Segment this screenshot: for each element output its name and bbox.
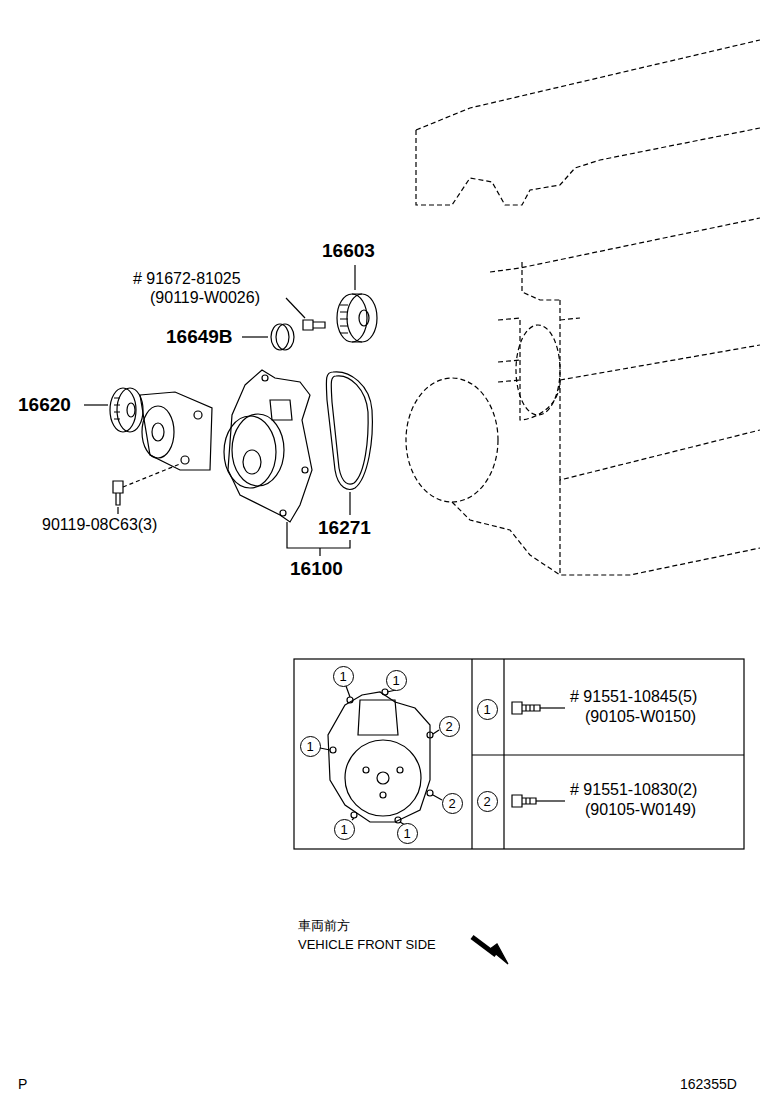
part-number: 16620 [18,394,71,416]
callout-circle: 1 [477,699,498,720]
direction-note: 車両前方 [298,919,350,934]
tensioner-bolt [113,481,123,505]
part-number: 16100 [290,558,343,580]
block-edge [490,218,760,272]
part-number: 16271 [318,517,371,539]
block-edge [560,318,760,380]
callout-circle: 2 [439,716,460,737]
pump-gasket [326,372,372,490]
leader-line [84,404,108,405]
fastener-number: (90105-W0150) [585,708,696,726]
fastener-number: # 91551-10830(2) [570,781,697,799]
pump-inset [328,689,433,823]
callout-number: 2 [445,720,452,733]
leader-line [320,686,442,825]
callout-circle: 1 [334,819,355,840]
fastener-number: # 91551-10845(5) [570,688,697,706]
callout-number: 1 [483,703,490,716]
leader-line [242,336,268,337]
block-edge [522,262,560,300]
callout-number: 1 [403,827,410,840]
part-number: # 91672-81025 [133,270,241,288]
front-arrow [472,937,508,964]
dust-cap [271,324,294,350]
block-edge [560,300,760,480]
leader-line [123,464,180,487]
direction-note: VEHICLE FRONT SIDE [298,938,436,953]
block-edge [559,480,560,575]
callout-circle: 1 [397,823,418,844]
leader-line [286,298,305,318]
callout-number: 1 [339,670,346,683]
fastener-table [294,659,744,849]
part-number: 90119-08C63(3) [42,516,157,534]
page-mark: P [18,1076,27,1092]
head-edge [416,40,760,130]
leader-line [349,492,350,515]
callout-circle: 1 [300,736,321,757]
callout-circle: 1 [386,670,407,691]
table-grid [472,659,744,849]
block-edge [452,502,760,575]
timing-cover [406,378,498,502]
callout-number: 1 [340,823,347,836]
pulley-bolt [303,320,325,330]
callout-circle: 2 [477,791,498,812]
head-edge [416,128,760,205]
diagram-code: 162355D [680,1076,737,1092]
idler-pulley [337,294,377,342]
callout-number: 2 [483,795,490,808]
part-number: 16603 [322,240,375,262]
callout-number: 1 [306,740,313,753]
leader-line [354,265,355,290]
callout-number: 1 [392,674,399,687]
leader-line [319,548,320,556]
engine-block-outline [406,40,760,575]
fastener-number: (90105-W0149) [585,801,696,819]
callout-circle: 1 [333,666,354,687]
part-number: (90119-W0026) [150,289,260,307]
leader-line [117,507,118,514]
block-edge [520,320,560,420]
water-pump [224,370,312,522]
bolt-icon [512,702,565,714]
callout-circle: 2 [442,793,463,814]
block-opening [516,325,560,415]
bolt-icon [512,795,565,807]
part-number: 16649B [166,326,233,348]
belt-tensioner [110,388,212,470]
callout-number: 2 [448,797,455,810]
block-edge [498,318,520,382]
